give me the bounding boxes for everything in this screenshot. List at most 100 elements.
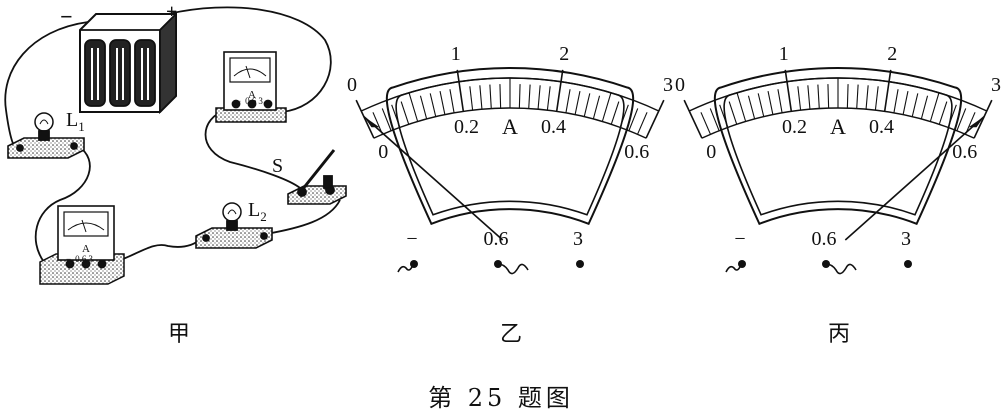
scale-tick [429,93,437,117]
scale-tick [893,89,899,113]
scale-tick [499,84,502,109]
scale-tick [865,85,869,110]
scale-tick [807,85,811,110]
lower-scale-label: 0.6 [624,141,649,163]
terminal-wire [497,263,529,275]
scale-tick [439,91,446,115]
meter-needle [844,115,985,241]
circuit-diagram [4,6,347,285]
lower-scale-label: 0 [378,141,388,163]
battery-pack [79,11,177,115]
scale-tick [747,95,756,120]
lamp-l2 [195,202,273,249]
terminal-label: − [734,228,745,250]
scale-tick [736,92,747,122]
scale-tick [546,86,551,111]
scale-tick [537,85,541,110]
lower-scale-label: 0 [706,141,716,163]
upper-scale-label: 2 [559,43,569,65]
lower-scale-label: 0.2 [454,116,479,138]
upper-scale-label: 0 [347,74,357,96]
meter-unit-label: A [502,114,518,139]
scale-tick [391,104,401,128]
scale-tick [528,84,531,109]
battery-negative-sign: − [60,4,73,29]
scale-arc-lower [373,107,647,139]
terminal-wire [825,263,857,275]
scale-tick [874,86,879,111]
switch-label: S [272,155,283,177]
wire [204,109,301,189]
terminal-post [904,260,912,268]
battery-positive-sign: + [166,1,177,23]
scale-tick [728,101,738,125]
circuit-ammeter-bottom [39,205,125,285]
scale-tick [555,69,564,112]
terminal-wire [397,261,415,273]
scale-tick [784,69,793,112]
scale-tick [700,112,711,135]
lamp-l2-label: L2 [248,199,267,224]
scale-tick [947,104,957,128]
scale-tick [565,89,571,113]
wire [167,6,332,113]
scale-tick [381,108,392,131]
panel-label-bing: 丙 [828,322,851,347]
scale-tick [920,95,929,120]
scale-tick [628,108,639,131]
meter-unit-label: A [830,114,846,139]
scale-tick [767,91,774,115]
figure-caption: 第 25 题图 [428,384,574,412]
upper-scale-label: 3 [663,74,673,96]
scale-tick [929,92,940,122]
scale-tick [683,99,703,139]
panel-label-yi: 乙 [500,322,523,347]
lower-scale-label: 0.6 [952,141,977,163]
scale-tick [757,93,765,117]
upper-scale-label: 0 [675,74,685,96]
scale-tick [601,92,612,122]
wire [34,145,91,263]
scale-tick [777,89,783,113]
bottom-ammeter-unit: A [82,243,90,255]
scale-tick [592,95,601,120]
meter-needle [363,115,504,241]
upper-scale-label: 1 [779,43,789,65]
switch-s [287,149,347,205]
upper-scale-label: 1 [451,43,461,65]
scale-tick [817,84,820,109]
lower-scale-label: 0.4 [869,116,894,138]
scale-tick [469,86,474,111]
panel-label-jia: 甲 [168,322,191,347]
scale-tick [709,108,720,131]
scale-tick [408,92,419,122]
lower-scale-label: 0.4 [541,116,566,138]
scale-arc-lower [701,107,975,139]
terminal-post [576,260,584,268]
scale-tick [574,91,581,115]
scale-tick [902,91,909,115]
scale-tick [645,99,665,139]
scale-tick [956,108,967,131]
scale-tick [911,93,919,117]
scale-tick [938,101,948,125]
terminal-label: 3 [573,228,583,250]
scale-tick [419,95,428,120]
circuit-ammeter-top [215,51,287,123]
terminal-label: − [406,228,417,250]
scale-tick [489,84,492,109]
meter-needle-tip [363,116,380,128]
scale-tick [456,69,465,112]
lower-scale-label: 0.2 [782,116,807,138]
scale-tick [449,89,455,113]
scale-tick [355,99,375,139]
top-ammeter-unit: A [248,89,256,101]
scale-tick [518,84,521,109]
meter-housing-outer [385,67,635,226]
terminal-label: 0.6 [484,228,509,250]
upper-scale-label: 2 [887,43,897,65]
